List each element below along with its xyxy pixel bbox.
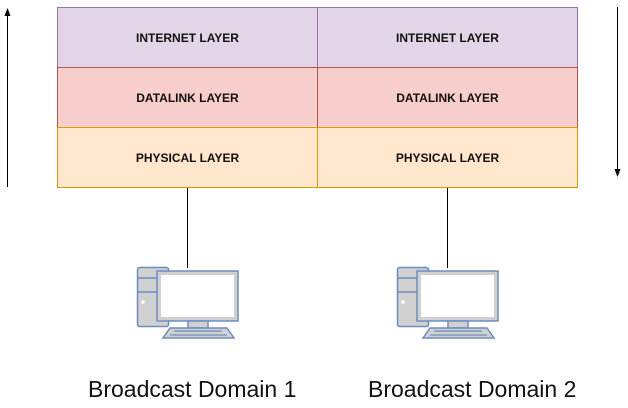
broadcast-domain-1-caption: Broadcast Domain 1 <box>88 376 297 402</box>
internet-layer-1: INTERNET LAYER <box>57 7 318 68</box>
desktop-computer-icon <box>396 266 499 339</box>
up-arrow-icon <box>4 8 11 187</box>
down-arrow-icon <box>614 7 621 177</box>
physical-layer-label: PHYSICAL LAYER <box>135 150 240 165</box>
connector-line-1 <box>187 188 188 268</box>
desktop-computer-icon <box>136 266 239 339</box>
internet-layer-label: INTERNET LAYER <box>396 30 499 45</box>
datalink-layer-label: DATALINK LAYER <box>396 90 499 105</box>
physical-layer-label: PHYSICAL LAYER <box>395 150 500 165</box>
datalink-layer-2: DATALINK LAYER <box>317 67 578 128</box>
datalink-layer-1: DATALINK LAYER <box>57 67 318 128</box>
physical-layer-2: PHYSICAL LAYER <box>317 127 578 188</box>
broadcast-domain-2-caption: Broadcast Domain 2 <box>368 376 577 402</box>
connector-line-2 <box>447 188 448 268</box>
datalink-layer-label: DATALINK LAYER <box>136 90 239 105</box>
internet-layer-label: INTERNET LAYER <box>136 30 239 45</box>
physical-layer-1: PHYSICAL LAYER <box>57 127 318 188</box>
internet-layer-2: INTERNET LAYER <box>317 7 578 68</box>
